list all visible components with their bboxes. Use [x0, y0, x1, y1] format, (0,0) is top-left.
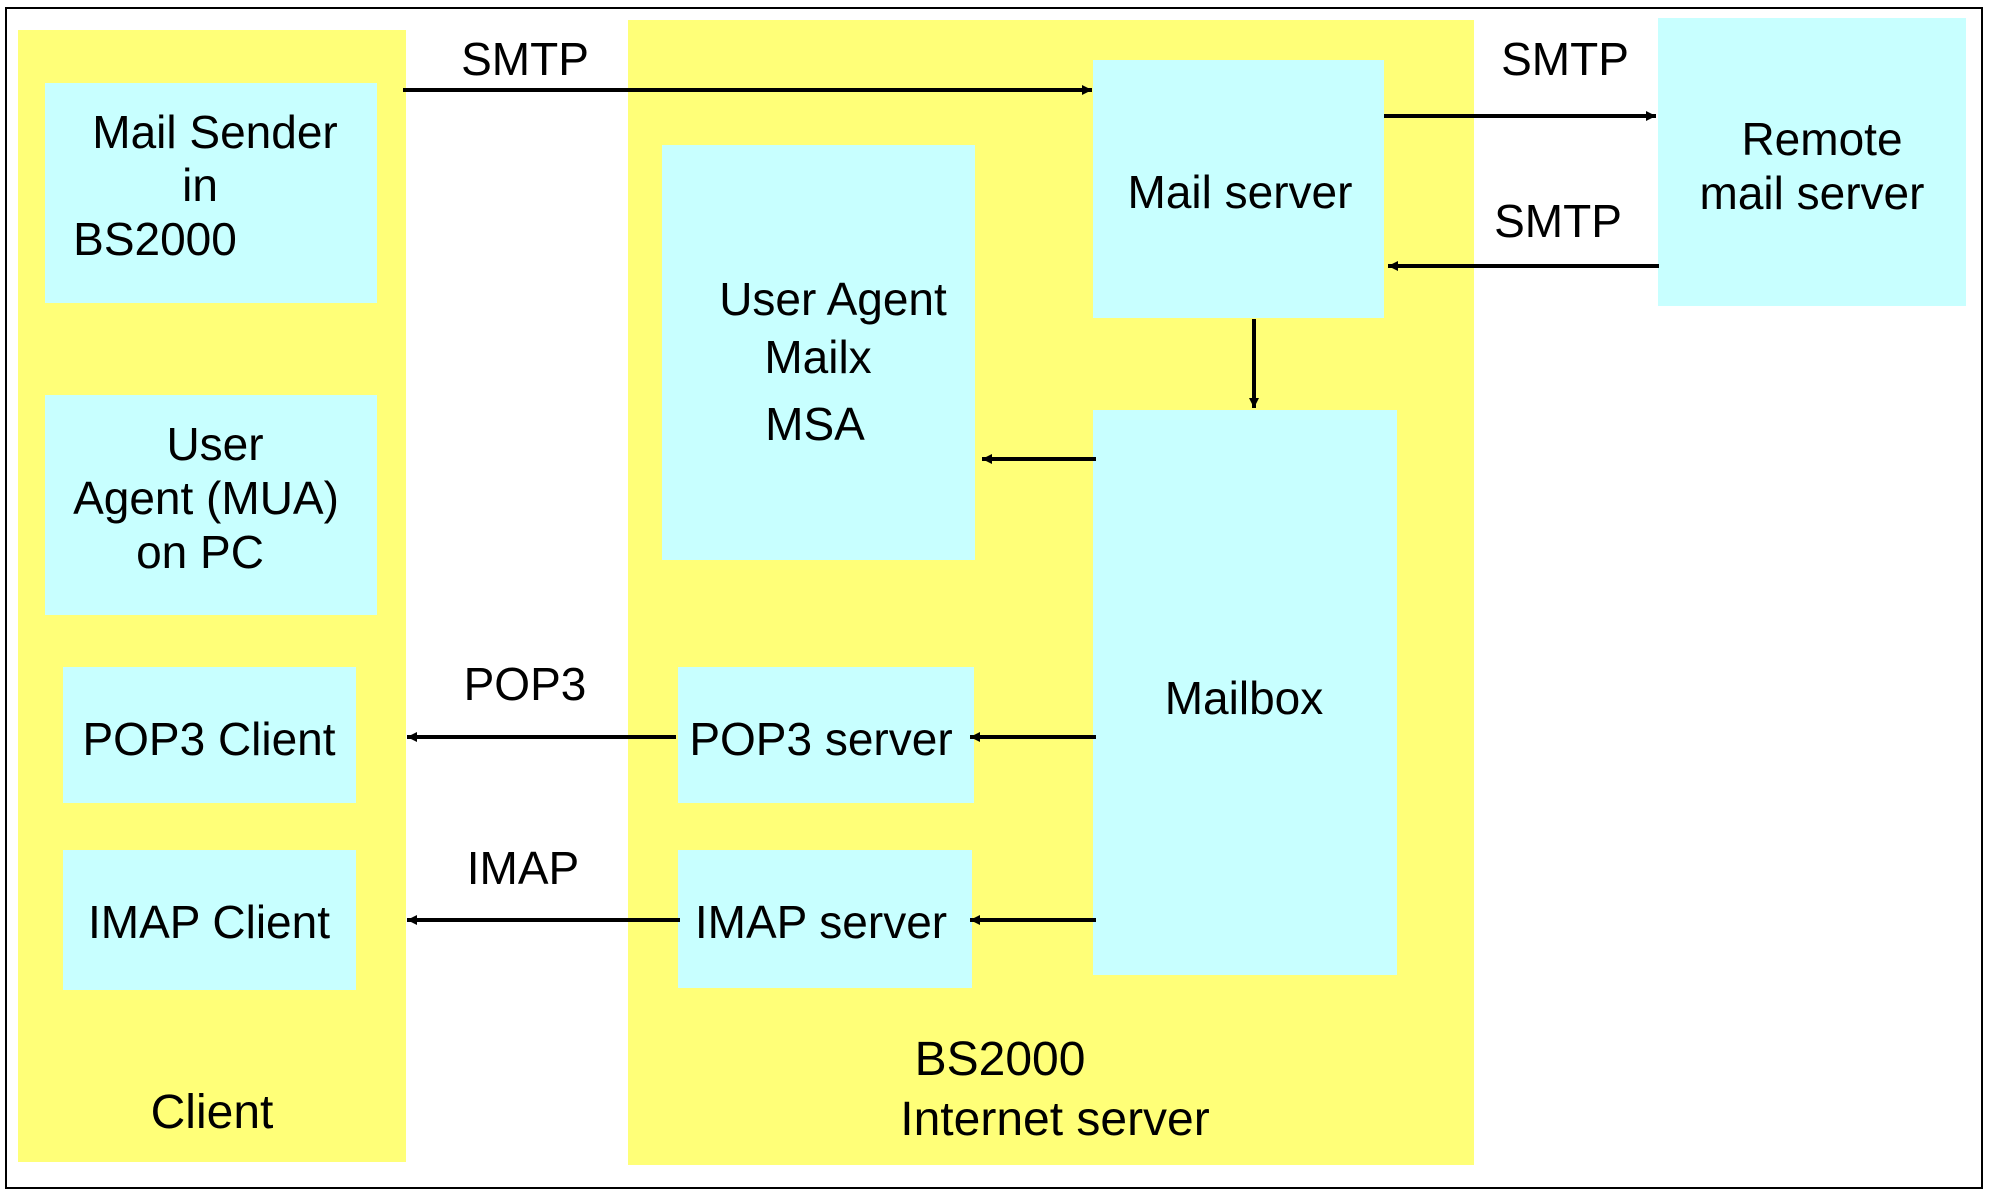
internet-server-zone-label-line1: BS2000 [915, 1033, 1086, 1086]
mail-sender-label-line2: in [182, 159, 218, 211]
client-zone-label: Client [151, 1086, 274, 1139]
pop3-server-label: POP3 server [689, 713, 952, 765]
remote-mail-server-box [1658, 18, 1966, 306]
pop3-client-label: POP3 Client [82, 713, 335, 765]
internet-server-zone-label-line2: Internet server [900, 1093, 1209, 1146]
imap-client-label: IMAP Client [88, 896, 330, 948]
user-agent-mailx-label-line2: Mailx [764, 331, 871, 383]
smtp-label-client: SMTP [461, 33, 589, 85]
mailbox-box [1093, 410, 1397, 975]
user-agent-pc-box [45, 395, 377, 615]
user-agent-mailx-label-line3: MSA [765, 398, 865, 450]
mail-server-label: Mail server [1128, 166, 1353, 218]
imap-client-box [63, 850, 356, 990]
imap-server-label: IMAP server [695, 896, 947, 948]
mail-sender-label-line1: Mail Sender [92, 106, 337, 158]
remote-mail-server-label-line1: Remote [1741, 113, 1902, 165]
user-agent-pc-label-line2: Agent (MUA) [73, 472, 339, 524]
user-agent-mailx-label-line1: User Agent [719, 273, 947, 325]
mail-server-box [1093, 60, 1384, 318]
pop3-server-box [678, 667, 974, 803]
smtp-label-inbound: SMTP [1494, 195, 1622, 247]
remote-mail-server-label-line2: mail server [1700, 167, 1925, 219]
user-agent-pc-label-line3: on PC [136, 526, 264, 578]
mail-sender-box [45, 83, 377, 303]
mail-sender-label-line3: BS2000 [73, 213, 237, 265]
smtp-label-outbound: SMTP [1501, 33, 1629, 85]
imap-label: IMAP [467, 842, 579, 894]
imap-server-box [678, 850, 972, 988]
mailbox-label: Mailbox [1165, 672, 1324, 724]
user-agent-mailx-box [662, 145, 975, 560]
pop3-client-box [63, 667, 356, 803]
user-agent-pc-label-line1: User [166, 418, 263, 470]
pop3-label: POP3 [464, 658, 587, 710]
